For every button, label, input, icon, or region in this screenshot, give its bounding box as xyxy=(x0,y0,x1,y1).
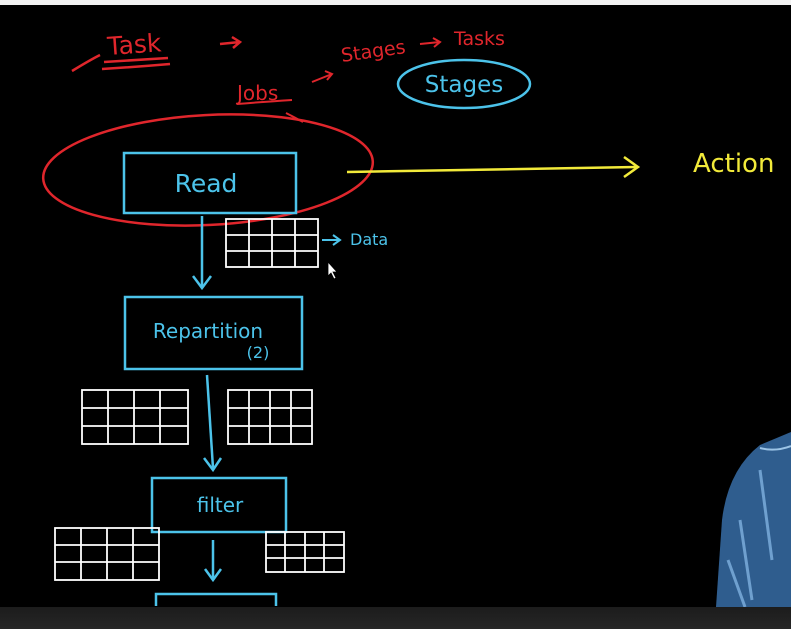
grid-frame xyxy=(81,389,189,445)
read-data-grid xyxy=(225,218,319,268)
yellow-arrow-line xyxy=(346,165,639,174)
read-box xyxy=(122,151,298,215)
filter-node: filter xyxy=(150,476,288,534)
read-node: Read xyxy=(122,151,298,215)
task-note: Task xyxy=(105,28,162,61)
task-tick-stroke xyxy=(71,53,101,73)
presenter-shirt xyxy=(716,432,791,607)
task-underline-1 xyxy=(103,56,169,64)
stages-note: Stages xyxy=(340,36,407,67)
mouse-cursor-icon xyxy=(327,260,338,280)
filter-grid-left xyxy=(54,527,160,581)
stages-circled: Stages xyxy=(396,58,532,110)
arrow-right-icon xyxy=(311,70,334,83)
repartition-label: Repartition xyxy=(153,319,263,343)
filter-label: filter xyxy=(197,493,244,517)
read-highlight-circle xyxy=(41,113,375,227)
arrow-right-icon xyxy=(419,37,442,48)
tasks-note: Tasks xyxy=(453,28,505,50)
arrow-down-icon xyxy=(203,568,223,583)
data-label: Data xyxy=(350,230,388,249)
shirt-folds xyxy=(726,469,774,608)
video-bottom-bar xyxy=(0,607,791,629)
stages-circle xyxy=(396,58,532,110)
repartition-arg: (2) xyxy=(247,343,270,362)
filter-grid-right xyxy=(265,531,345,573)
partition-grid-left xyxy=(81,389,189,445)
top-edge-strip xyxy=(0,0,791,5)
filter-box xyxy=(150,476,288,534)
action-connection: Action xyxy=(346,149,774,179)
arrow-head-icon xyxy=(623,155,641,179)
arrow-down-icon xyxy=(203,457,223,473)
shirt-collar xyxy=(759,445,791,451)
repartition-box xyxy=(123,295,304,371)
flow-arrow-line xyxy=(205,374,215,469)
top-notes: Task Jobs Stages Tasks xyxy=(71,28,505,123)
next-node-box-partial xyxy=(154,592,278,606)
arrow-down-icon xyxy=(192,275,212,291)
stages-circled-label: Stages xyxy=(425,72,503,98)
arrow-right-icon xyxy=(219,35,243,49)
action-label: Action xyxy=(693,149,774,179)
arrow-right-icon xyxy=(322,234,342,246)
repartition-node: Repartition (2) xyxy=(123,295,304,371)
task-underline-2 xyxy=(101,62,171,71)
read-label: Read xyxy=(175,169,238,198)
jobs-underline xyxy=(236,99,293,105)
presenter-figure xyxy=(716,432,791,608)
partition-grid-right xyxy=(227,389,313,445)
